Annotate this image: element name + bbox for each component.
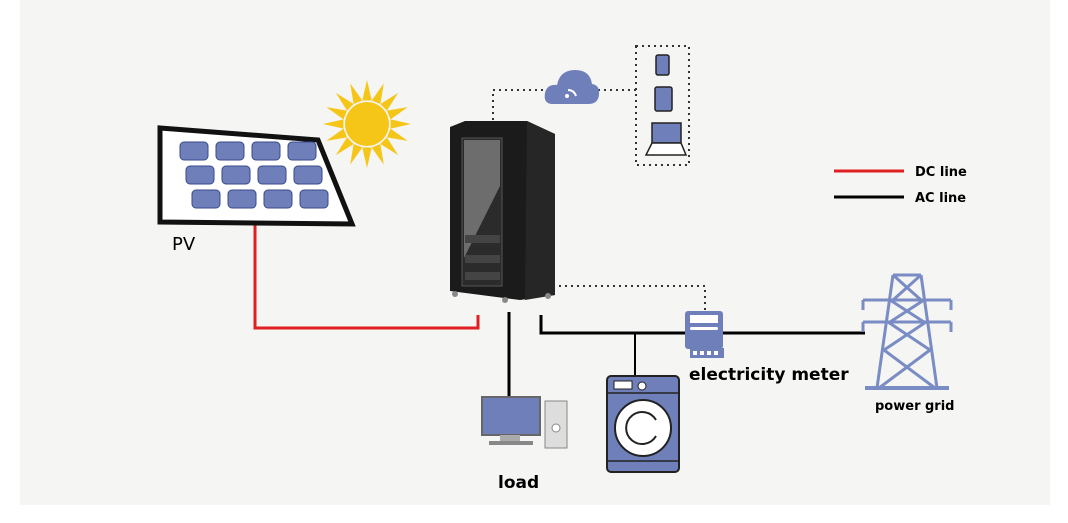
sun-ray (371, 83, 384, 105)
power-tower-icon (861, 273, 953, 390)
sun-disc (345, 102, 389, 146)
comm-line-meter (547, 285, 706, 310)
sun-ray (362, 147, 372, 168)
sun-ray (371, 143, 384, 165)
pv-label: PV (172, 234, 196, 255)
phone-icon (655, 54, 670, 76)
sun-ray (380, 92, 399, 111)
dc-line (253, 222, 480, 330)
solar-cell (257, 165, 287, 185)
sun-ray (350, 143, 363, 165)
tablet-icon (654, 86, 673, 112)
solar-cell (251, 141, 281, 161)
sun-ray (386, 128, 408, 141)
sun-icon (323, 80, 411, 168)
solar-cell (263, 189, 293, 209)
comm-line-cloud (492, 89, 548, 120)
solar-cell (191, 189, 221, 209)
sun-ray (386, 107, 408, 120)
electricity-meter-icon (685, 311, 724, 358)
sun-ray (323, 119, 344, 129)
laptop-icon (644, 122, 688, 156)
sun-ray (350, 83, 363, 105)
solar-cell (227, 189, 257, 209)
solar-cell (179, 141, 209, 161)
computer-icon (481, 396, 568, 449)
sun-ray (390, 119, 411, 129)
sun-ray (380, 137, 399, 156)
devices-box (635, 45, 690, 166)
grid-label: power grid (875, 399, 954, 414)
solar-cell (185, 165, 215, 185)
battery-cabinet-icon (450, 121, 555, 303)
solar-cell (215, 141, 245, 161)
solar-cell (293, 165, 323, 185)
washing-machine-icon (606, 375, 680, 473)
solar-cell (221, 165, 251, 185)
load-label: load (498, 473, 539, 493)
sun-ray (326, 107, 348, 120)
sun-ray (362, 80, 372, 101)
legend: DC line AC line (834, 165, 967, 206)
legend-dc-label: DC line (915, 165, 967, 180)
sun-ray (335, 92, 354, 111)
solar-cell (299, 189, 329, 209)
solar-cell (287, 141, 317, 161)
legend-ac-label: AC line (915, 191, 966, 206)
cloud-wifi-icon (544, 70, 600, 104)
meter-label: electricity meter (689, 365, 849, 385)
sun-ray (326, 128, 348, 141)
solar-panel-icon (157, 125, 356, 227)
ac-line-grid (539, 315, 865, 335)
sun-ray (335, 137, 354, 156)
